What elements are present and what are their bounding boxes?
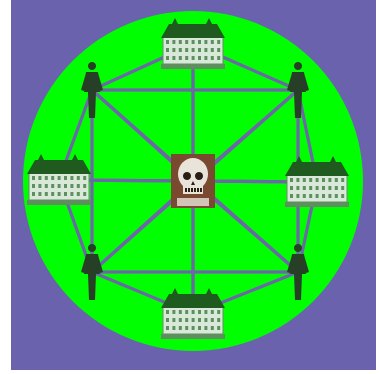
building-icon: [161, 18, 225, 69]
building-icon: [161, 288, 225, 339]
building-icon: [285, 156, 349, 207]
skull-icon: [171, 154, 215, 208]
building-icon: [27, 154, 91, 205]
